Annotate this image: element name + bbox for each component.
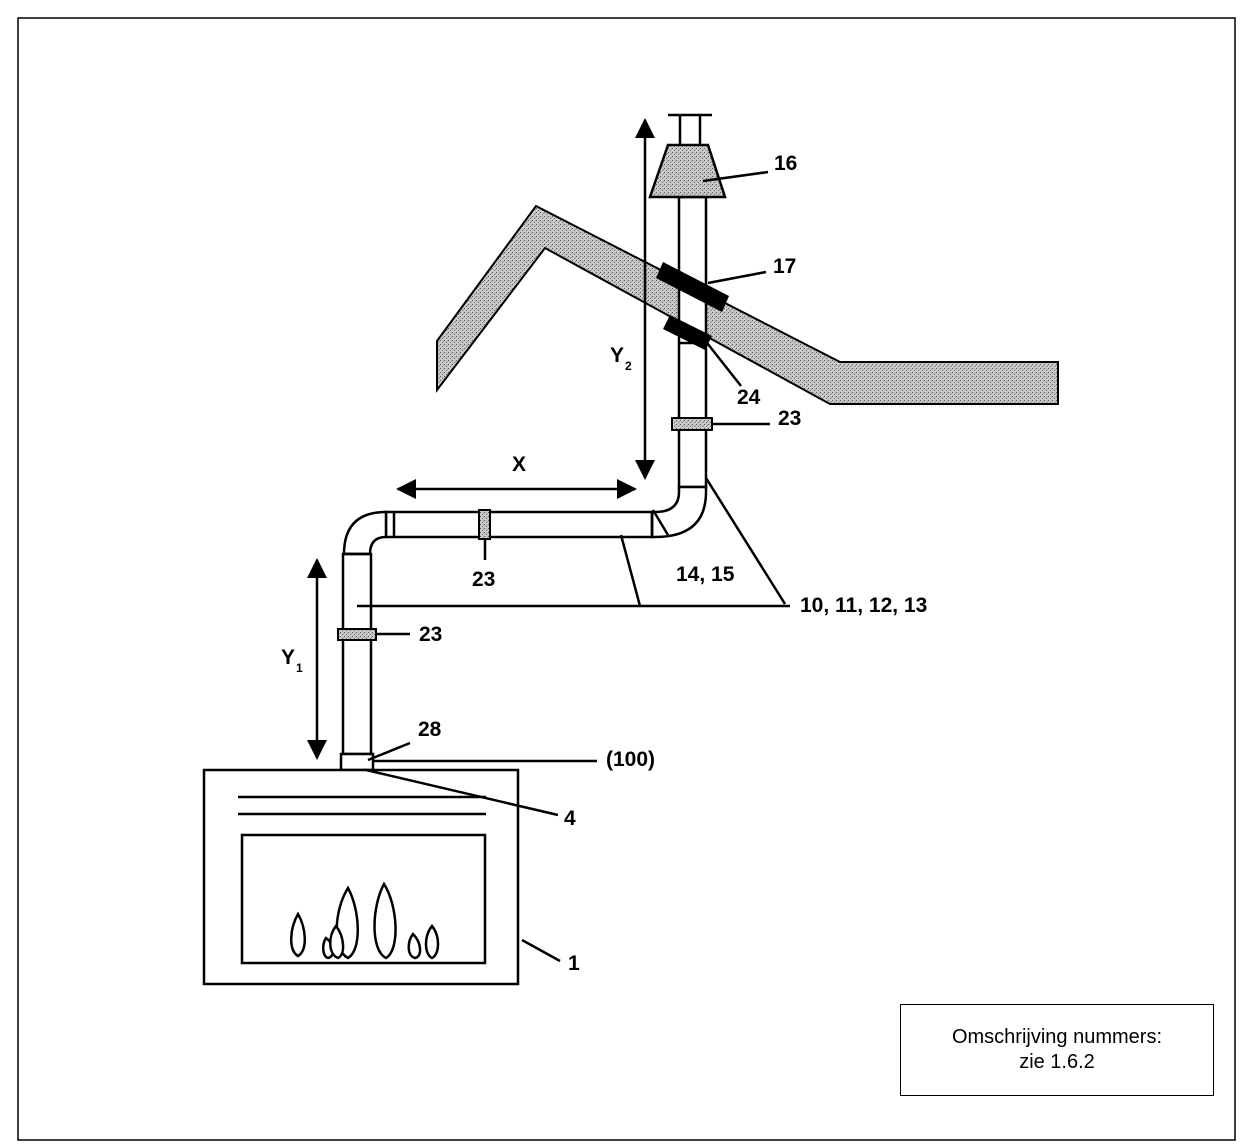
dimension-y1-subscript: 1 (296, 661, 303, 675)
elbow-upper (650, 485, 708, 539)
label-elbow: 14, 15 (676, 563, 735, 586)
roof-flashing (663, 315, 712, 350)
rain-hood (648, 143, 727, 199)
label-clamp-horizontal: 23 (472, 568, 495, 591)
elbow-left (342, 510, 388, 556)
dimension-x-label: X (512, 453, 526, 476)
chimney-cap (668, 113, 712, 145)
label-hood: 16 (774, 152, 797, 175)
label-roof-collar: 17 (773, 255, 796, 278)
leader-lines (357, 170, 790, 963)
clamp-upper (671, 417, 713, 431)
clamp-horizontal (478, 509, 491, 540)
roof-collar (656, 262, 729, 312)
outer-border (17, 17, 1236, 1141)
fireplace (202, 768, 520, 986)
roof (436, 204, 1059, 405)
dimension-y1-label: Y (281, 646, 295, 669)
outlet-stub (339, 752, 375, 772)
label-clamp-upper: 23 (778, 407, 801, 430)
label-connector: 4 (564, 807, 576, 830)
dimension-y2-subscript: 2 (625, 359, 632, 373)
clamp-lower (337, 628, 377, 641)
legend-note-box: Omschrijving nummers: zie 1.6.2 (900, 1004, 1214, 1096)
label-sensor: 28 (418, 718, 442, 741)
horizontal-pipe (384, 510, 654, 539)
flames (290, 881, 440, 960)
note-line-1: Omschrijving nummers: (951, 1026, 1163, 1048)
label-roof-flashing: 24 (737, 386, 761, 409)
label-pipes: 10, 11, 12, 13 (800, 594, 927, 617)
label-outlet: (100) (606, 748, 655, 771)
label-clamp-lower: 23 (419, 623, 442, 646)
note-line-2: zie 1.6.2 (1019, 1051, 1095, 1073)
label-fireplace: 1 (568, 952, 580, 975)
dimension-y2-label: Y (610, 344, 624, 367)
vertical-pipe-lower (341, 552, 373, 756)
